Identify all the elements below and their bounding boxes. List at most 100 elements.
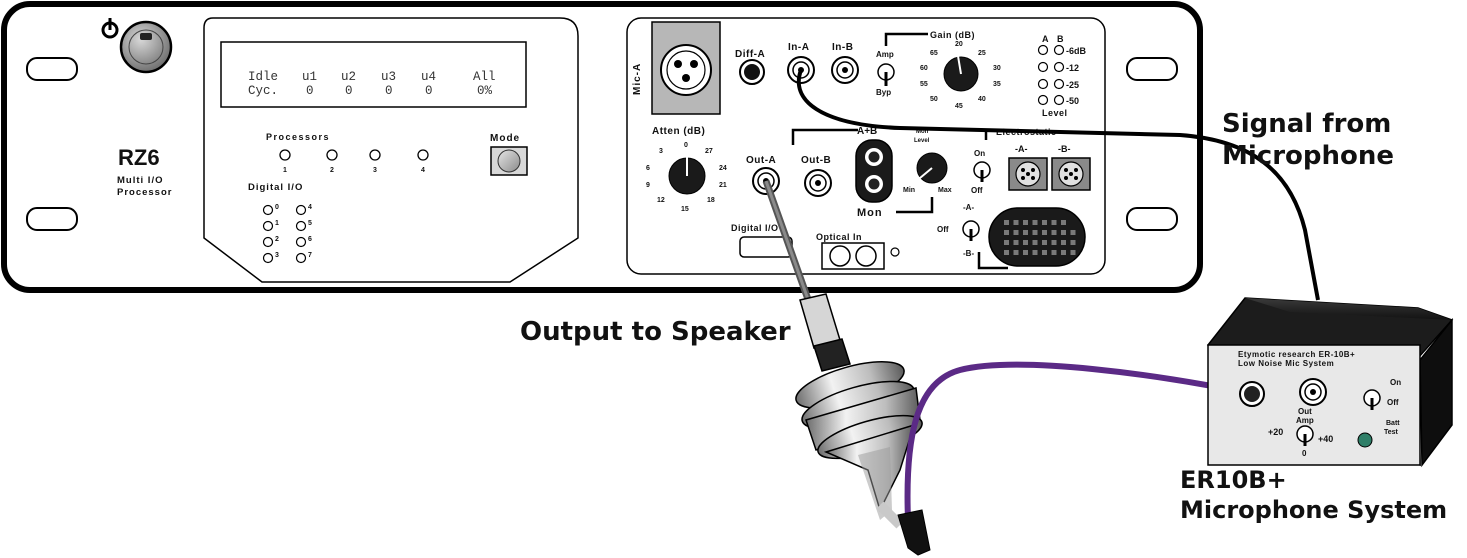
amp-gain-toggle[interactable]: [1296, 425, 1314, 446]
connector-pin: [1023, 220, 1028, 225]
callout-output: Output to Speaker: [520, 317, 791, 347]
mic-power-toggle[interactable]: [1363, 389, 1381, 410]
connector-pin: [1070, 230, 1076, 235]
gain-bracket: [884, 32, 928, 46]
rack-slot: [26, 57, 78, 81]
level-leds: [1037, 44, 1065, 106]
out-a-bnc-jack[interactable]: [752, 167, 780, 195]
level-value: -50: [1066, 96, 1079, 106]
connector-pin: [1042, 240, 1047, 245]
connector-pin: [1061, 230, 1066, 235]
es-on-label: On: [974, 149, 985, 158]
ab-bracket: [791, 128, 858, 145]
sel-off-label: Off: [937, 225, 949, 234]
max-label: Max: [938, 187, 952, 194]
mic-box-title-1: Etymotic research ER-10B+: [1238, 350, 1355, 359]
connector-pin: [1004, 220, 1009, 225]
connector-pin: [1013, 230, 1019, 235]
connector-pin: [1023, 230, 1028, 235]
out-a-label: Out-A: [746, 155, 776, 166]
digital-io-leds: 0 1 2 3 4 5 6 7: [262, 204, 312, 264]
digital-io-port-label: Digital I/O: [731, 223, 779, 233]
electrostatic-b-jack[interactable]: [1051, 157, 1091, 191]
mon-level-knob[interactable]: [916, 152, 948, 184]
gain-knob[interactable]: [943, 55, 979, 92]
digital-led-number: 1: [275, 220, 279, 227]
atten-tick: 12: [657, 197, 665, 204]
digital-led-number: 0: [275, 204, 279, 211]
connector-pin: [1023, 240, 1028, 245]
gain-tick: 50: [930, 96, 938, 103]
connector-pin: [1004, 240, 1009, 245]
out-b-bnc-jack[interactable]: [804, 169, 832, 197]
mon-bracket: [896, 197, 934, 214]
lcd-cell: u2: [341, 70, 356, 84]
digital-led-number: 7: [308, 252, 312, 259]
connector-pin: [1013, 220, 1019, 225]
connector-pin: [1004, 230, 1009, 235]
channel-selector-toggle[interactable]: [962, 220, 980, 241]
electrostatic-power-toggle[interactable]: [973, 161, 991, 182]
es-a-label: -A-: [1015, 144, 1028, 154]
atten-tick: 27: [705, 148, 713, 155]
model-name: RZ6: [118, 145, 160, 170]
digital-io-label: Digital I/O: [248, 182, 303, 193]
level-col-a: A: [1042, 34, 1049, 44]
mic-out-bnc-jack[interactable]: [1299, 378, 1327, 406]
gain-tick: 40: [978, 96, 986, 103]
gain-tick: 45: [955, 103, 963, 110]
power-button[interactable]: [119, 20, 173, 74]
processor-led: [369, 149, 381, 161]
callout-signal-line-2: Microphone: [1222, 141, 1394, 171]
optical-in-port[interactable]: [821, 242, 885, 270]
monitor-jacks[interactable]: [855, 139, 893, 203]
out-b-label: Out-B: [801, 155, 831, 166]
amp-bypass-toggle[interactable]: [877, 63, 895, 86]
connector-pin: [1042, 220, 1047, 225]
purple-mic-cable: [904, 361, 1249, 521]
model-subtitle-2: Processor: [117, 187, 172, 198]
gain-tick: 60: [920, 65, 928, 72]
diff-a-jack[interactable]: [739, 59, 765, 85]
electrostatic-a-jack[interactable]: [1008, 157, 1048, 191]
atten-knob[interactable]: [668, 157, 706, 195]
signal-cable: [796, 69, 1320, 301]
processor-led: [326, 149, 338, 161]
batt-label-1: Batt: [1386, 420, 1400, 427]
connector-pin: [1061, 220, 1066, 225]
power-icon: [101, 18, 119, 39]
processors-label: Processors: [266, 132, 330, 142]
processor-leds: 1 2 3 4: [279, 149, 429, 174]
in-b-bnc-jack[interactable]: [831, 56, 859, 84]
lcd-cell: 0: [345, 84, 353, 98]
mic-off-label: Off: [1387, 398, 1399, 407]
lcd-cell: u4: [421, 70, 436, 84]
out-amp-label-2: Amp: [1296, 416, 1314, 425]
selector-bracket: [977, 252, 1008, 270]
mic-input-jack[interactable]: [1239, 381, 1265, 407]
callout-er10-line-2: Microphone System: [1180, 496, 1447, 524]
in-b-label: In-B: [832, 42, 853, 53]
gain-tick: 25: [978, 50, 986, 57]
processor-number: 1: [283, 167, 287, 174]
connector-pin: [1042, 230, 1047, 235]
in-a-label: In-A: [788, 42, 809, 53]
es-off-label: Off: [971, 186, 983, 195]
connector-pin: [1032, 230, 1038, 235]
gain-tick: 65: [930, 50, 938, 57]
mic-tip: [897, 509, 931, 556]
optical-in-label: Optical In: [816, 232, 862, 242]
processor-number: 2: [330, 167, 334, 174]
level-col-b: B: [1057, 34, 1064, 44]
connector-pin: [1061, 250, 1066, 255]
atten-tick: 21: [719, 182, 727, 189]
ab-label: A+B: [857, 126, 877, 137]
digital-led-number: 3: [275, 252, 279, 259]
connector-pin: [1070, 250, 1076, 255]
lcd-cell: u3: [381, 70, 396, 84]
connector-pin: [1070, 240, 1076, 245]
mode-button[interactable]: [490, 146, 528, 176]
mic-box-title-2: Low Noise Mic System: [1238, 359, 1334, 368]
multi-pin-connector[interactable]: [988, 207, 1086, 267]
out-amp-label-1: Out: [1298, 407, 1312, 416]
